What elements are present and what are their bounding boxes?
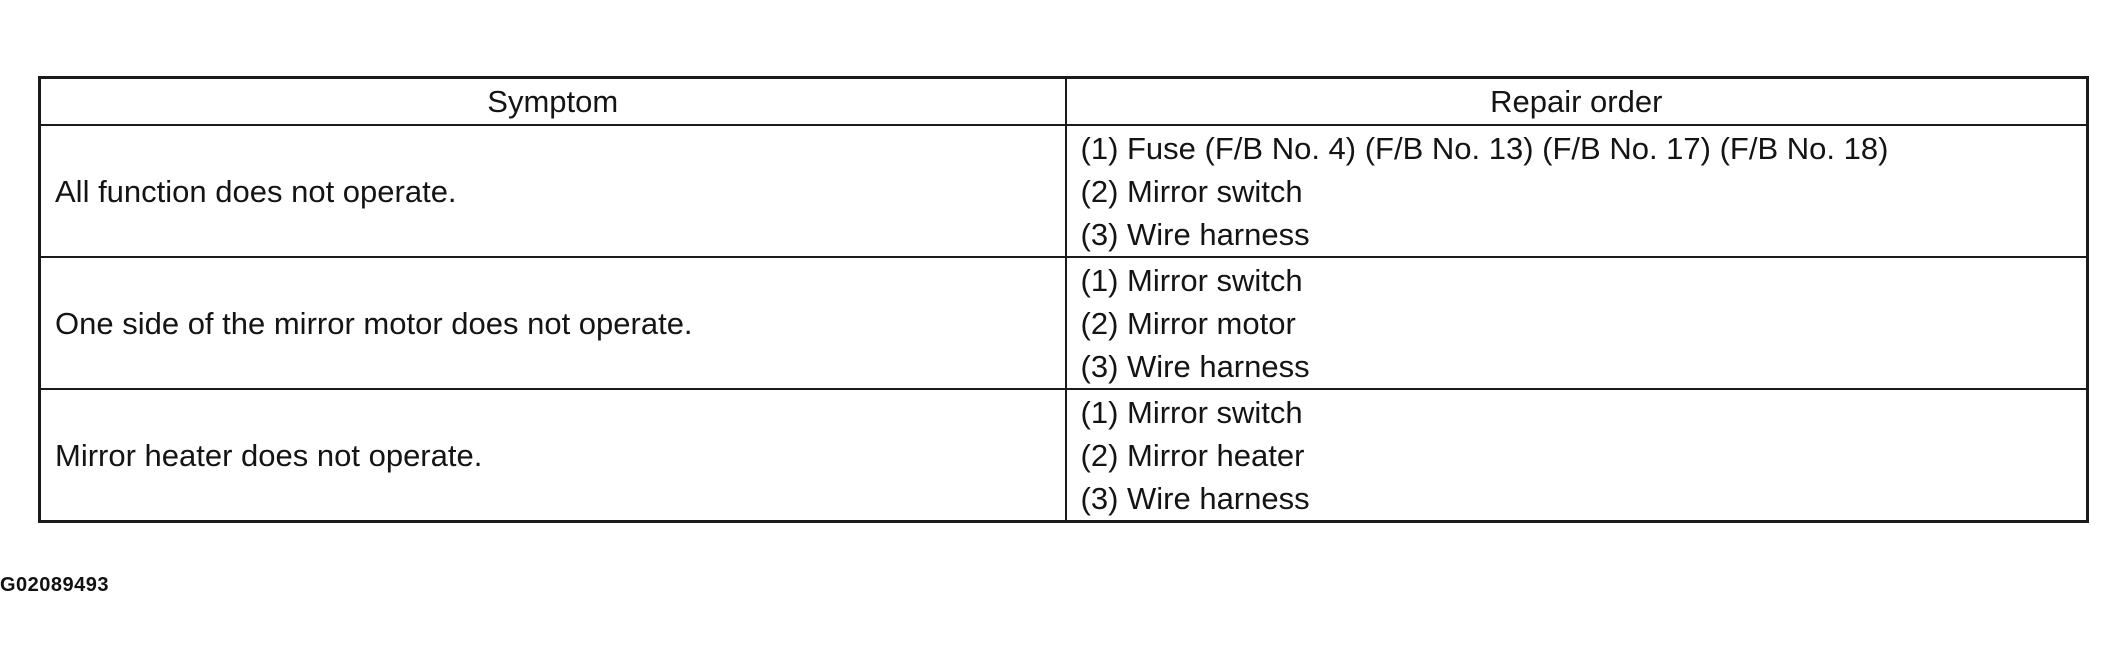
table-header-row: Symptom Repair order: [38, 76, 2089, 126]
repair-step: (3) Wire harness: [1080, 349, 1310, 384]
repair-step: (1) Mirror switch: [1080, 395, 1303, 430]
table-row: All function does not operate. (1) Fuse …: [38, 124, 2089, 258]
repair-order-column-header: Repair order: [1064, 76, 2089, 126]
table-row: One side of the mirror motor does not op…: [38, 256, 2089, 390]
symptom-cell: One side of the mirror motor does not op…: [38, 256, 1067, 390]
repair-step: (3) Wire harness: [1080, 217, 1310, 252]
repair-order-cell: (1) Mirror switch (2) Mirror heater (3) …: [1064, 388, 2089, 523]
symptom-repair-table-container: Symptom Repair order All function does n…: [38, 76, 2089, 523]
figure-id: G02089493: [0, 574, 110, 596]
symptom-column-header: Symptom: [38, 76, 1067, 126]
repair-step: (2) Mirror heater: [1080, 438, 1305, 473]
repair-step: (2) Mirror motor: [1080, 306, 1296, 341]
symptom-cell: All function does not operate.: [38, 124, 1067, 258]
repair-step: (1) Fuse (F/B No. 4) (F/B No. 13) (F/B N…: [1080, 131, 1889, 166]
symptom-cell: Mirror heater does not operate.: [38, 388, 1067, 523]
table-row: Mirror heater does not operate. (1) Mirr…: [38, 388, 2089, 523]
repair-order-cell: (1) Fuse (F/B No. 4) (F/B No. 13) (F/B N…: [1064, 124, 2089, 258]
repair-step: (3) Wire harness: [1080, 481, 1310, 516]
repair-step: (1) Mirror switch: [1080, 263, 1303, 298]
repair-order-cell: (1) Mirror switch (2) Mirror motor (3) W…: [1064, 256, 2089, 390]
symptom-repair-table: Symptom Repair order All function does n…: [38, 76, 2089, 523]
repair-step: (2) Mirror switch: [1080, 174, 1303, 209]
